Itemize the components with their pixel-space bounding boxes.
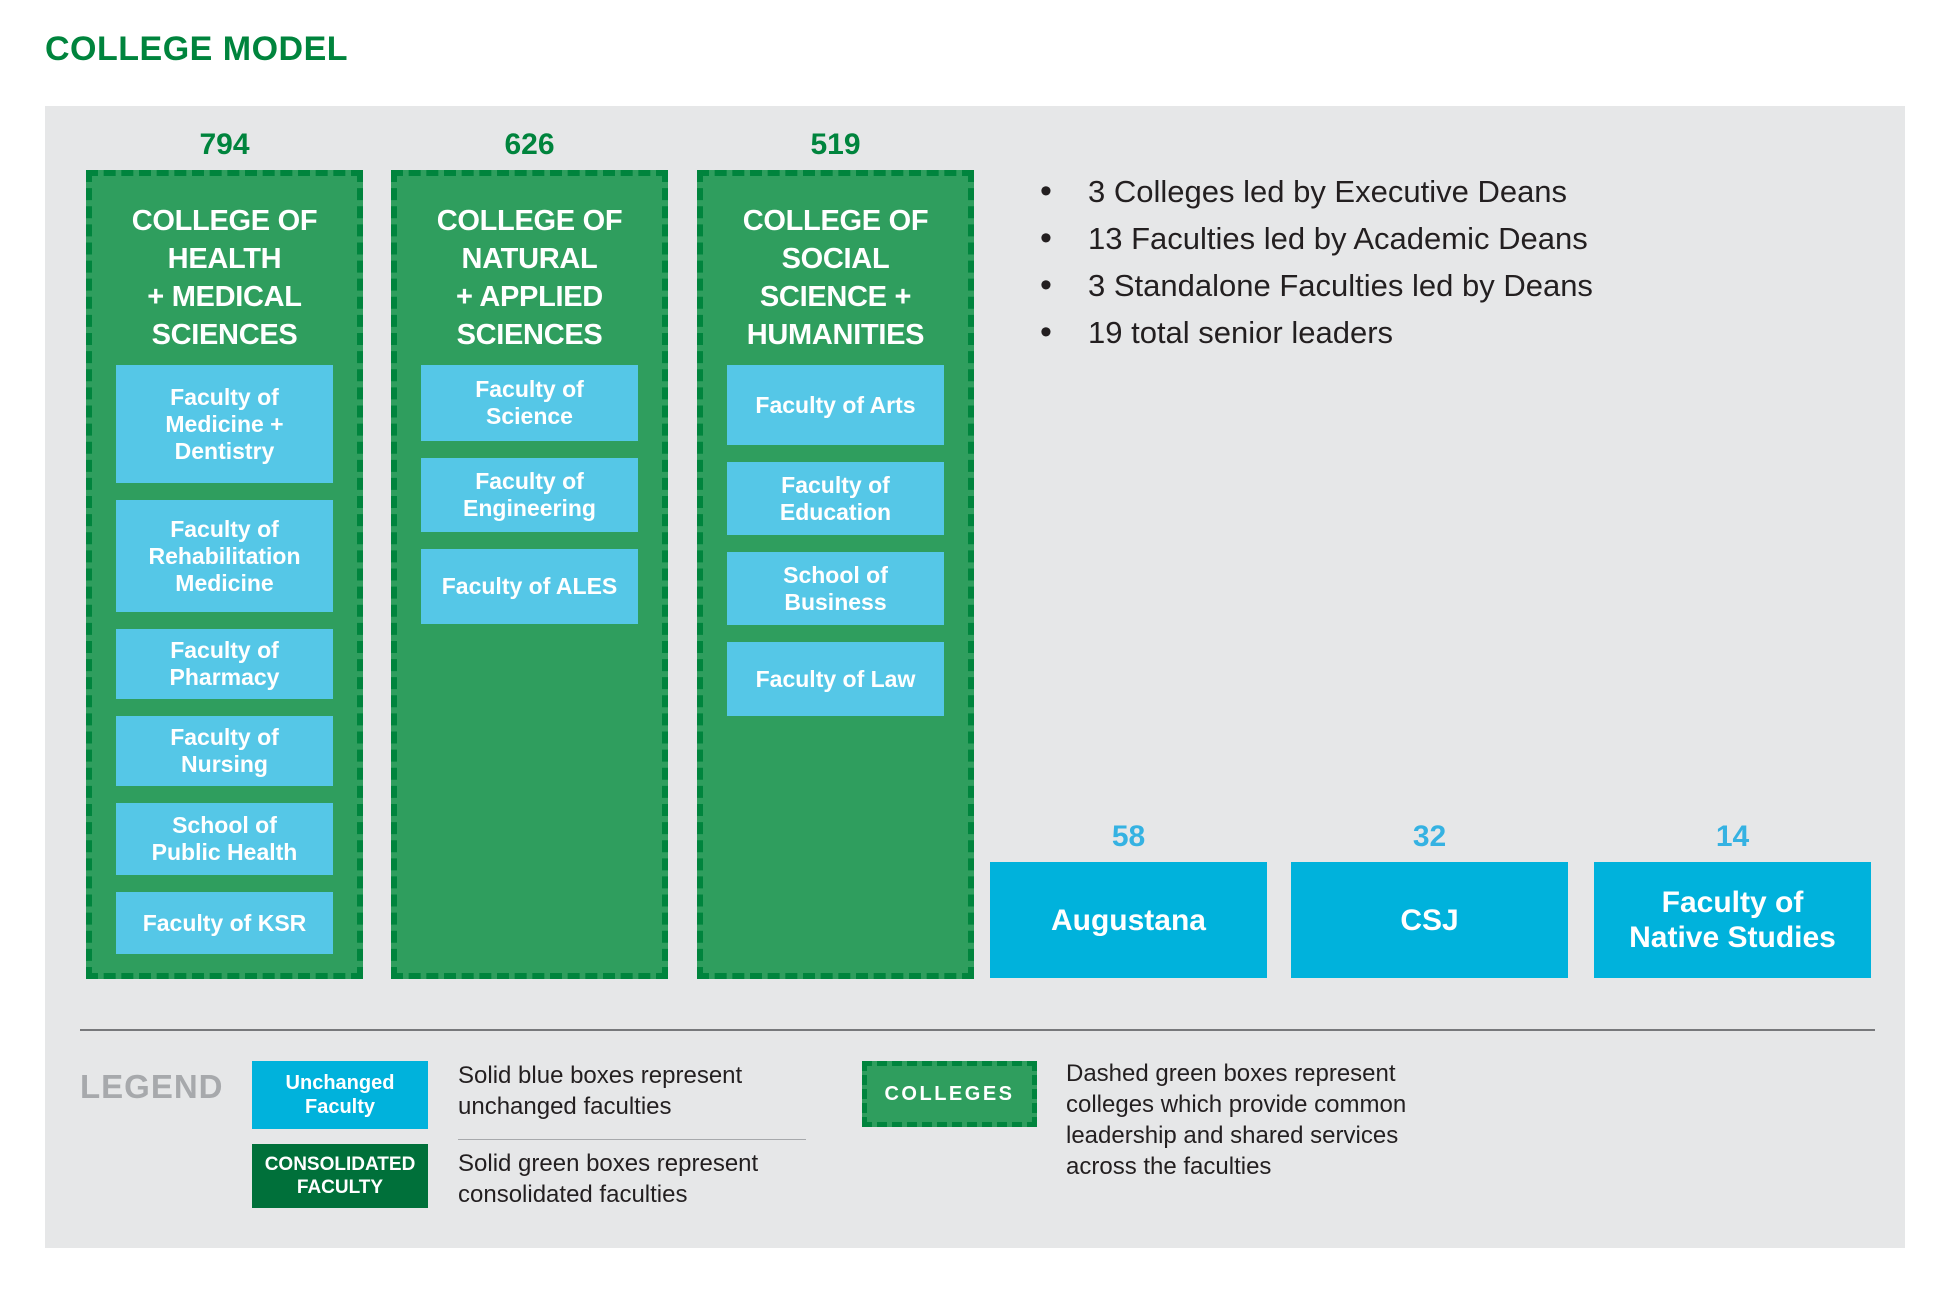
faculty-box: Faculty of Nursing xyxy=(116,716,333,786)
college-dashed-box: COLLEGE OF HEALTH + MEDICAL SCIENCES Fac… xyxy=(86,170,363,979)
legend-unchanged-description: Solid blue boxes represent unchanged fac… xyxy=(458,1062,743,1120)
standalone-headcount: 14 xyxy=(1715,820,1750,853)
faculty-box: School of Business xyxy=(727,552,944,625)
standalone-csj: 32 CSJ xyxy=(1291,820,1568,978)
college-name: COLLEGE OF SOCIAL SCIENCE + HUMANITIES xyxy=(742,205,929,351)
college-health-medical-sciences: 794 COLLEGE OF HEALTH + MEDICAL SCIENCES… xyxy=(86,128,363,979)
legend-heading: LEGEND xyxy=(80,1068,224,1105)
legend-consolidated-description: Solid green boxes represent consolidated… xyxy=(458,1150,759,1208)
standalone-augustana: 58 Augustana xyxy=(990,820,1267,978)
faculty-box: Faculty of Pharmacy xyxy=(116,629,333,699)
diagram-panel: 794 COLLEGE OF HEALTH + MEDICAL SCIENCES… xyxy=(45,106,1905,1248)
standalone-native-studies: 14 Faculty of Native Studies xyxy=(1594,820,1871,978)
legend-top-divider xyxy=(80,1029,1875,1031)
legend-unchanged-faculty-swatch: Unchanged Faculty xyxy=(252,1061,428,1129)
college-dashed-box: COLLEGE OF NATURAL + APPLIED SCIENCES Fa… xyxy=(391,170,668,979)
college-headcount: 794 xyxy=(199,128,250,161)
faculty-box: Faculty of ALES xyxy=(421,549,638,624)
bullet-item: 13 Faculties led by Academic Deans xyxy=(1040,215,1593,262)
legend-consolidated-faculty-swatch: CONSOLIDATED FACULTY xyxy=(252,1144,428,1208)
faculty-box: Faculty of Rehabilitation Medicine xyxy=(116,500,333,612)
standalone-headcount: 58 xyxy=(1111,820,1146,853)
bullet-item: 3 Standalone Faculties led by Deans xyxy=(1040,262,1593,309)
college-social-science-humanities: 519 COLLEGE OF SOCIAL SCIENCE + HUMANITI… xyxy=(697,128,974,979)
college-name: COLLEGE OF NATURAL + APPLIED SCIENCES xyxy=(436,205,623,351)
page-title: COLLEGE MODEL xyxy=(45,30,349,68)
college-natural-applied-sciences: 626 COLLEGE OF NATURAL + APPLIED SCIENCE… xyxy=(391,128,668,979)
bullet-item: 3 Colleges led by Executive Deans xyxy=(1040,168,1593,215)
faculty-box: Faculty of Engineering xyxy=(421,458,638,532)
faculty-box: Faculty of Education xyxy=(727,462,944,535)
faculty-box: Faculty of KSR xyxy=(116,892,333,954)
legend-row-divider xyxy=(458,1139,806,1140)
faculty-box: Faculty of Law xyxy=(727,642,944,716)
legend-colleges-description: Dashed green boxes represent colleges wh… xyxy=(1066,1060,1407,1180)
faculty-box: School of Public Health xyxy=(116,803,333,875)
standalone-faculty-box: Faculty of Native Studies xyxy=(1594,862,1871,978)
college-headcount: 519 xyxy=(810,128,861,161)
college-headcount: 626 xyxy=(504,128,555,161)
college-name: COLLEGE OF HEALTH + MEDICAL SCIENCES xyxy=(131,205,318,351)
college-dashed-box: COLLEGE OF SOCIAL SCIENCE + HUMANITIES F… xyxy=(697,170,974,979)
standalone-faculty-box: CSJ xyxy=(1291,862,1568,978)
legend-colleges-swatch: COLLEGES xyxy=(862,1061,1037,1127)
faculty-box: Faculty of Science xyxy=(421,365,638,441)
faculty-box: Faculty of Medicine + Dentistry xyxy=(116,365,333,483)
standalone-headcount: 32 xyxy=(1412,820,1447,853)
summary-bullet-list: 3 Colleges led by Executive Deans 13 Fac… xyxy=(1040,168,1593,356)
bullet-item: 19 total senior leaders xyxy=(1040,309,1593,356)
faculty-box: Faculty of Arts xyxy=(727,365,944,445)
standalone-faculty-box: Augustana xyxy=(990,862,1267,978)
